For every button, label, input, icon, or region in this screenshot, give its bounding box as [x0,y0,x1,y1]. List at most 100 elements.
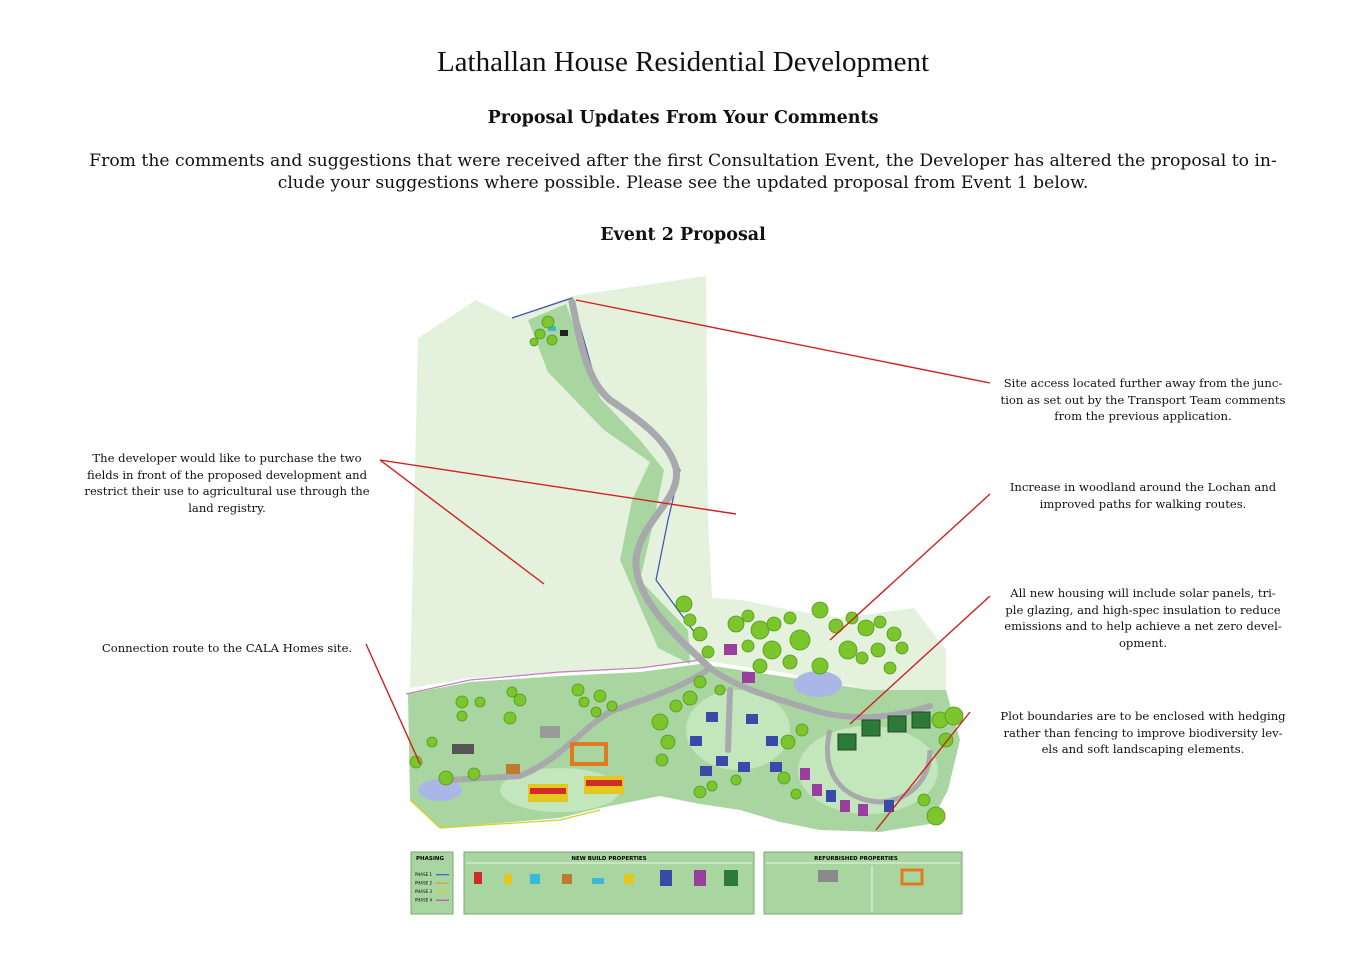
tree [895,641,909,655]
legend-new-build: NEW BUILD PROPERTIES [463,851,755,915]
tree [692,626,708,642]
tree [727,615,745,633]
annotation-fields-line-1: The developer would like to purchase the… [92,451,362,465]
tree [541,315,555,329]
tree [693,675,707,689]
annotation-plot-boundaries-line-3: els and soft landscaping elements. [1041,742,1245,756]
tree [660,734,676,750]
annotation-pointers [365,299,991,831]
annotation-woodland-line-1: Increase in woodland around the Lochan a… [1009,480,1277,494]
tree [855,651,869,665]
pointer-site-access [575,299,991,384]
annotation-fields-line-3: restrict their use to agricultural use t… [84,484,370,498]
tree [789,629,811,651]
tree [409,755,423,769]
tree [455,695,469,709]
internal-road-east [707,665,933,721]
tree [783,611,797,625]
gatehouse [560,330,568,336]
tree-cluster [409,315,964,826]
intro-paragraph: From the comments and suggestions that w… [60,150,1306,194]
tree [456,710,468,722]
pointer-fields-b [379,459,545,585]
intro-line-2: clude your suggestions where possible. P… [277,173,1089,193]
tree [655,753,669,767]
legend-phase-label: PHASE 2 [415,881,432,886]
internal-road-loop [824,729,933,805]
annotation-woodland: Increase in woodland around the Lochan a… [994,479,1292,512]
internal-road-west [447,665,713,783]
annotation-plot-boundaries-line-1: Plot boundaries are to be enclosed with … [1000,709,1286,723]
proposal-title: Event 2 Proposal [600,225,766,245]
tree [682,690,698,706]
tree [701,645,715,659]
annotation-fields-line-2: fields in front of the proposed developm… [86,467,367,482]
tree [438,770,454,786]
tree [669,699,683,713]
annotation-fields: The developer would like to purchase the… [72,450,382,516]
pointer-plot-boundaries [875,711,971,831]
tree [782,654,798,670]
tree [750,620,770,640]
annotation-housing-line-2: ple glazing, and high-spec insulation to… [1005,602,1281,617]
legend-phase-label: PHASE 4 [415,898,432,903]
tree [730,774,742,786]
tree [938,732,954,748]
tree [534,328,546,340]
tree [714,684,726,696]
legend-refurbished-title: REFURBISHED PROPERTIES [814,856,898,862]
tree [777,771,791,785]
tree [780,734,796,750]
site-boundary-pink [405,659,701,695]
section-subtitle: Proposal Updates From Your Comments [487,108,879,128]
pointer-connection [365,643,421,765]
tree [752,658,768,674]
intro-line-1: From the comments and suggestions that w… [89,151,1277,171]
tree [790,788,802,800]
annotation-connection-line-1: Connection route to the CALA Homes site. [101,641,353,655]
tree [886,626,902,642]
tree [845,611,859,625]
houses-purple [724,644,868,816]
tree [741,609,755,623]
annotation-site-access: Site access located further away from th… [994,375,1292,425]
annotation-housing-line-4: opment. [1118,635,1168,650]
site-boundary-yellow [409,799,601,829]
tree [593,689,607,703]
lochan-east [794,671,842,697]
tree [474,696,486,708]
annotation-housing-line-1: All new housing will include solar panel… [1010,586,1276,600]
tree [506,686,518,698]
access-road [568,298,714,672]
legend-phase-label: PHASE 3 [415,889,432,894]
tree [766,616,782,632]
annotation-plot-boundaries-line-2: rather than fencing to improve biodivers… [1003,725,1283,740]
pointer-housing [849,595,991,725]
annotation-housing-line-3: emissions and to help achieve a net zero… [1004,619,1282,633]
tree [571,683,585,697]
lawn-central [686,690,790,770]
tree [828,618,844,634]
legend-phase-label: PHASE 1 [415,872,432,877]
tree [873,615,887,629]
tree [883,661,897,675]
annotation-site-access-line-3: from the previous application. [1054,409,1232,423]
tree [811,657,829,675]
tree [944,706,964,726]
houses-green [837,711,931,751]
tree [917,793,931,807]
tree [606,700,618,712]
tree [546,334,558,346]
tree [578,696,590,708]
tree [503,711,517,725]
tree [693,785,707,799]
annotation-woodland-line-2: improved paths for walking routes. [1039,496,1247,511]
gatehouse-annex [548,326,556,331]
tree [426,736,438,748]
tree [706,780,718,792]
pointer-woodland [829,493,991,641]
tree [529,337,539,347]
annotation-plot-boundaries: Plot boundaries are to be enclosed with … [994,708,1292,758]
